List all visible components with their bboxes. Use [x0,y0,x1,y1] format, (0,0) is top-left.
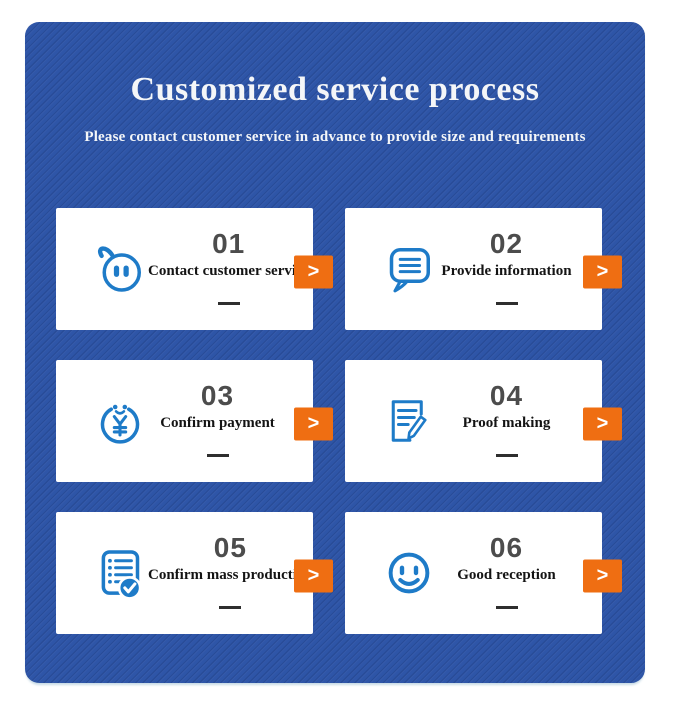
step-label: Confirm mass production [148,566,313,583]
step-card-03: 03 Confirm payment > [56,360,333,482]
service-process-panel: Customized service process Please contac… [25,22,645,683]
step-card-05: 05 Confirm mass production > [56,512,333,634]
chat-face-icon [92,241,148,297]
dash-divider [495,453,518,457]
step-content: 06 Good reception [437,532,602,609]
step-content: 03 Confirm payment [148,380,313,457]
step-card-06: 06 Good reception > [345,512,622,634]
step-content: 05 Confirm mass production [148,532,339,609]
step-arrow-button[interactable]: > [294,559,333,593]
step-number: 05 [213,532,247,564]
yen-coin-icon [92,393,148,449]
step-card-02: 02 Provide information > [345,208,622,330]
smiley-face-icon [381,545,437,601]
checklist-check-icon [92,545,148,601]
step-number: 06 [489,532,524,564]
dash-divider [219,605,242,609]
step-label: Proof making [462,414,551,431]
step-arrow-button[interactable]: > [294,255,333,289]
dash-divider [206,453,229,457]
step-number: 04 [489,380,524,412]
page-subtitle: Please contact customer service in advan… [84,129,586,146]
step-label: Good reception [457,566,556,583]
step-arrow-button[interactable]: > [583,255,622,289]
step-label: Confirm payment [160,414,275,431]
step-number: 03 [200,380,235,412]
steps-grid: 01 Contact customer service > 02 Provide… [56,208,622,634]
message-bubble-icon [381,241,437,297]
step-number: 01 [212,228,246,260]
step-arrow-button[interactable]: > [583,559,622,593]
step-label: Contact customer service [148,262,310,279]
step-number: 02 [489,228,524,260]
step-content: 01 Contact customer service [148,228,335,305]
step-content: 04 Proof making [437,380,602,457]
step-arrow-button[interactable]: > [583,407,622,441]
dash-divider [217,301,240,305]
step-label: Provide information [441,262,572,279]
page-title: Customized service process [130,71,540,108]
dash-divider [495,301,518,305]
step-content: 02 Provide information [437,228,602,305]
document-edit-icon [381,393,437,449]
dash-divider [495,605,518,609]
step-card-04: 04 Proof making > [345,360,622,482]
step-card-01: 01 Contact customer service > [56,208,333,330]
step-arrow-button[interactable]: > [294,407,333,441]
